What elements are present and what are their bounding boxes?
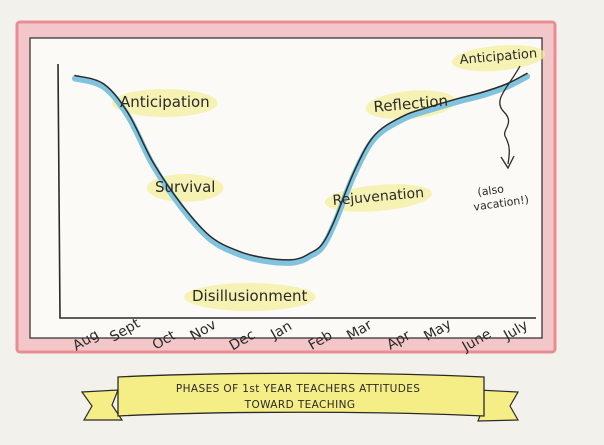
- axes: [57, 63, 536, 319]
- phase-highlight-4: [365, 90, 456, 120]
- chart-title: PHASES OF 1st YEAR TEACHERS ATTITUDES TO…: [176, 383, 424, 411]
- chart-title-line-2: TOWARD TEACHING: [244, 399, 356, 411]
- phase-highlight-2: [184, 283, 316, 311]
- banner-body: [117, 372, 485, 417]
- title-banner: PHASES OF 1st YEAR TEACHERS ATTITUDES TO…: [80, 372, 520, 422]
- arrow-head: [500, 155, 515, 170]
- curve-highlight: [72, 73, 530, 266]
- phase-highlight-3: [324, 184, 432, 212]
- annotation-line-1: (also: [477, 182, 505, 199]
- phase-label-disillusionment: Disillusionment: [192, 287, 308, 305]
- squiggle-arrow: [499, 65, 521, 165]
- chart-title-line-1: PHASES OF 1st YEAR TEACHERS ATTITUDES: [176, 383, 420, 395]
- phase-label-rejuvenation: Rejuvenation: [332, 185, 425, 209]
- phase-highlight-5: [451, 45, 546, 72]
- phase-label-anticipation-end: Anticipation: [459, 46, 538, 68]
- phase-label-survival: Survival: [155, 178, 215, 196]
- phase-highlight-0: [112, 89, 218, 117]
- phase-label-anticipation: Anticipation: [120, 93, 210, 111]
- attitude-curve: [74, 72, 528, 261]
